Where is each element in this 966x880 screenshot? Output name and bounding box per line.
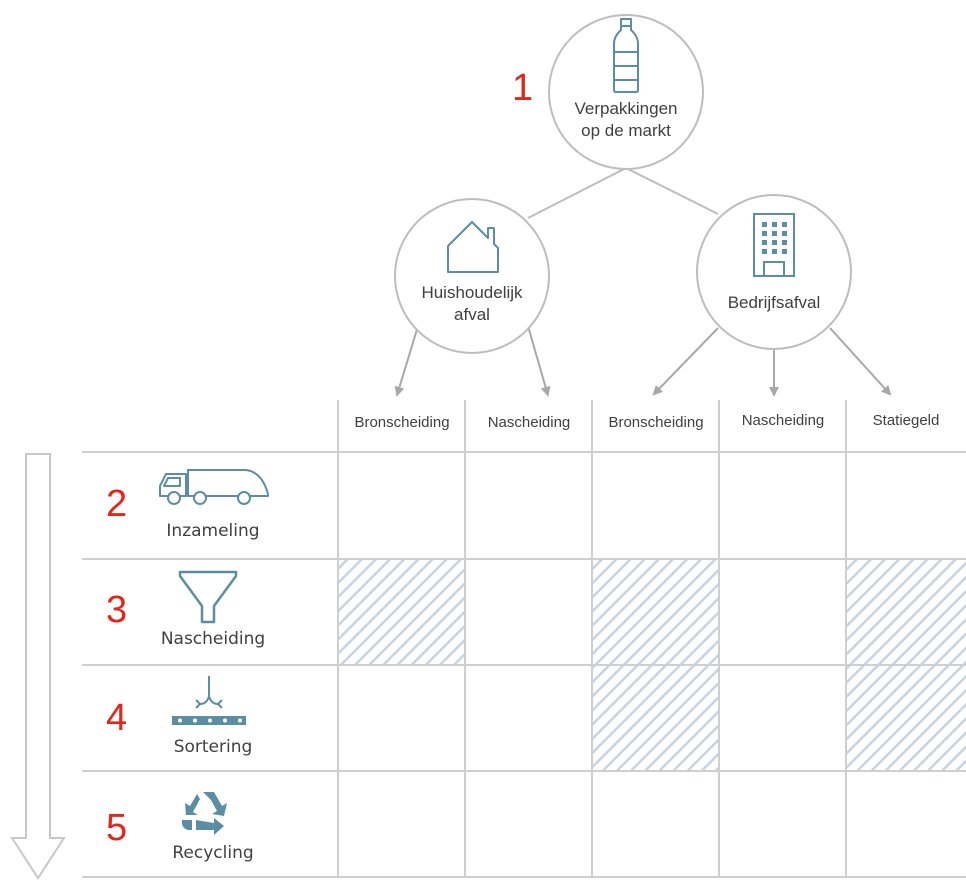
arrow-huishoudelijk-bronscheiding — [394, 325, 419, 397]
connector-right — [625, 167, 719, 215]
column-header-2: Nascheiding — [487, 414, 571, 431]
house-icon — [447, 221, 499, 273]
node-verpakkingen-label: Verpakkingen op de markt — [556, 98, 696, 142]
hatched-cell — [846, 666, 966, 770]
garbage-truck-icon — [159, 469, 269, 505]
funnel-icon — [178, 570, 238, 624]
recycle-icon — [181, 792, 227, 835]
process-flow-arrow — [10, 453, 66, 880]
hatched-cell — [846, 560, 966, 664]
node-huishoudelijk-label-line2: afval — [454, 305, 490, 324]
hatched-cell — [592, 666, 718, 770]
step-number-5: 5 — [106, 807, 128, 849]
step-number-1: 1 — [512, 67, 534, 109]
arrow-bedrijf-bronscheiding — [652, 327, 719, 396]
node-verpakkingen-label-line2: op de markt — [581, 121, 671, 140]
bottle-icon — [613, 18, 639, 93]
office-building-icon — [753, 213, 795, 277]
table-grid — [82, 400, 966, 878]
step-number-4: 4 — [106, 697, 128, 739]
node-huishoudelijk-label: Huishoudelijk afval — [402, 282, 542, 326]
arrow-huishoudelijk-nascheiding — [527, 325, 551, 397]
node-bedrijfsafval — [696, 194, 852, 350]
column-header-3: Bronscheiding — [608, 414, 704, 431]
hatched-cell — [592, 560, 718, 664]
column-header-5: Statiegeld — [872, 412, 940, 429]
step-label-recycling: Recycling — [172, 843, 254, 863]
step-label-sortering: Sortering — [173, 737, 253, 757]
connector-left — [527, 167, 627, 219]
node-huishoudelijk-label-line1: Huishoudelijk — [421, 283, 523, 302]
conveyor-sorting-icon — [172, 676, 246, 725]
column-header-1: Bronscheiding — [354, 414, 450, 431]
node-huishoudelijk — [394, 198, 550, 354]
hatched-cell — [338, 560, 464, 664]
step-number-3: 3 — [106, 589, 128, 631]
node-verpakkingen-label-line1: Verpakkingen — [574, 99, 678, 118]
step-label-inzameling: Inzameling — [166, 521, 260, 541]
column-header-4: Nascheiding — [741, 412, 825, 429]
arrow-bedrijf-statiegeld — [829, 327, 892, 396]
step-label-nascheiding: Nascheiding — [160, 629, 266, 649]
node-bedrijfsafval-label: Bedrijfsafval — [727, 293, 821, 312]
step-number-2: 2 — [106, 483, 128, 525]
